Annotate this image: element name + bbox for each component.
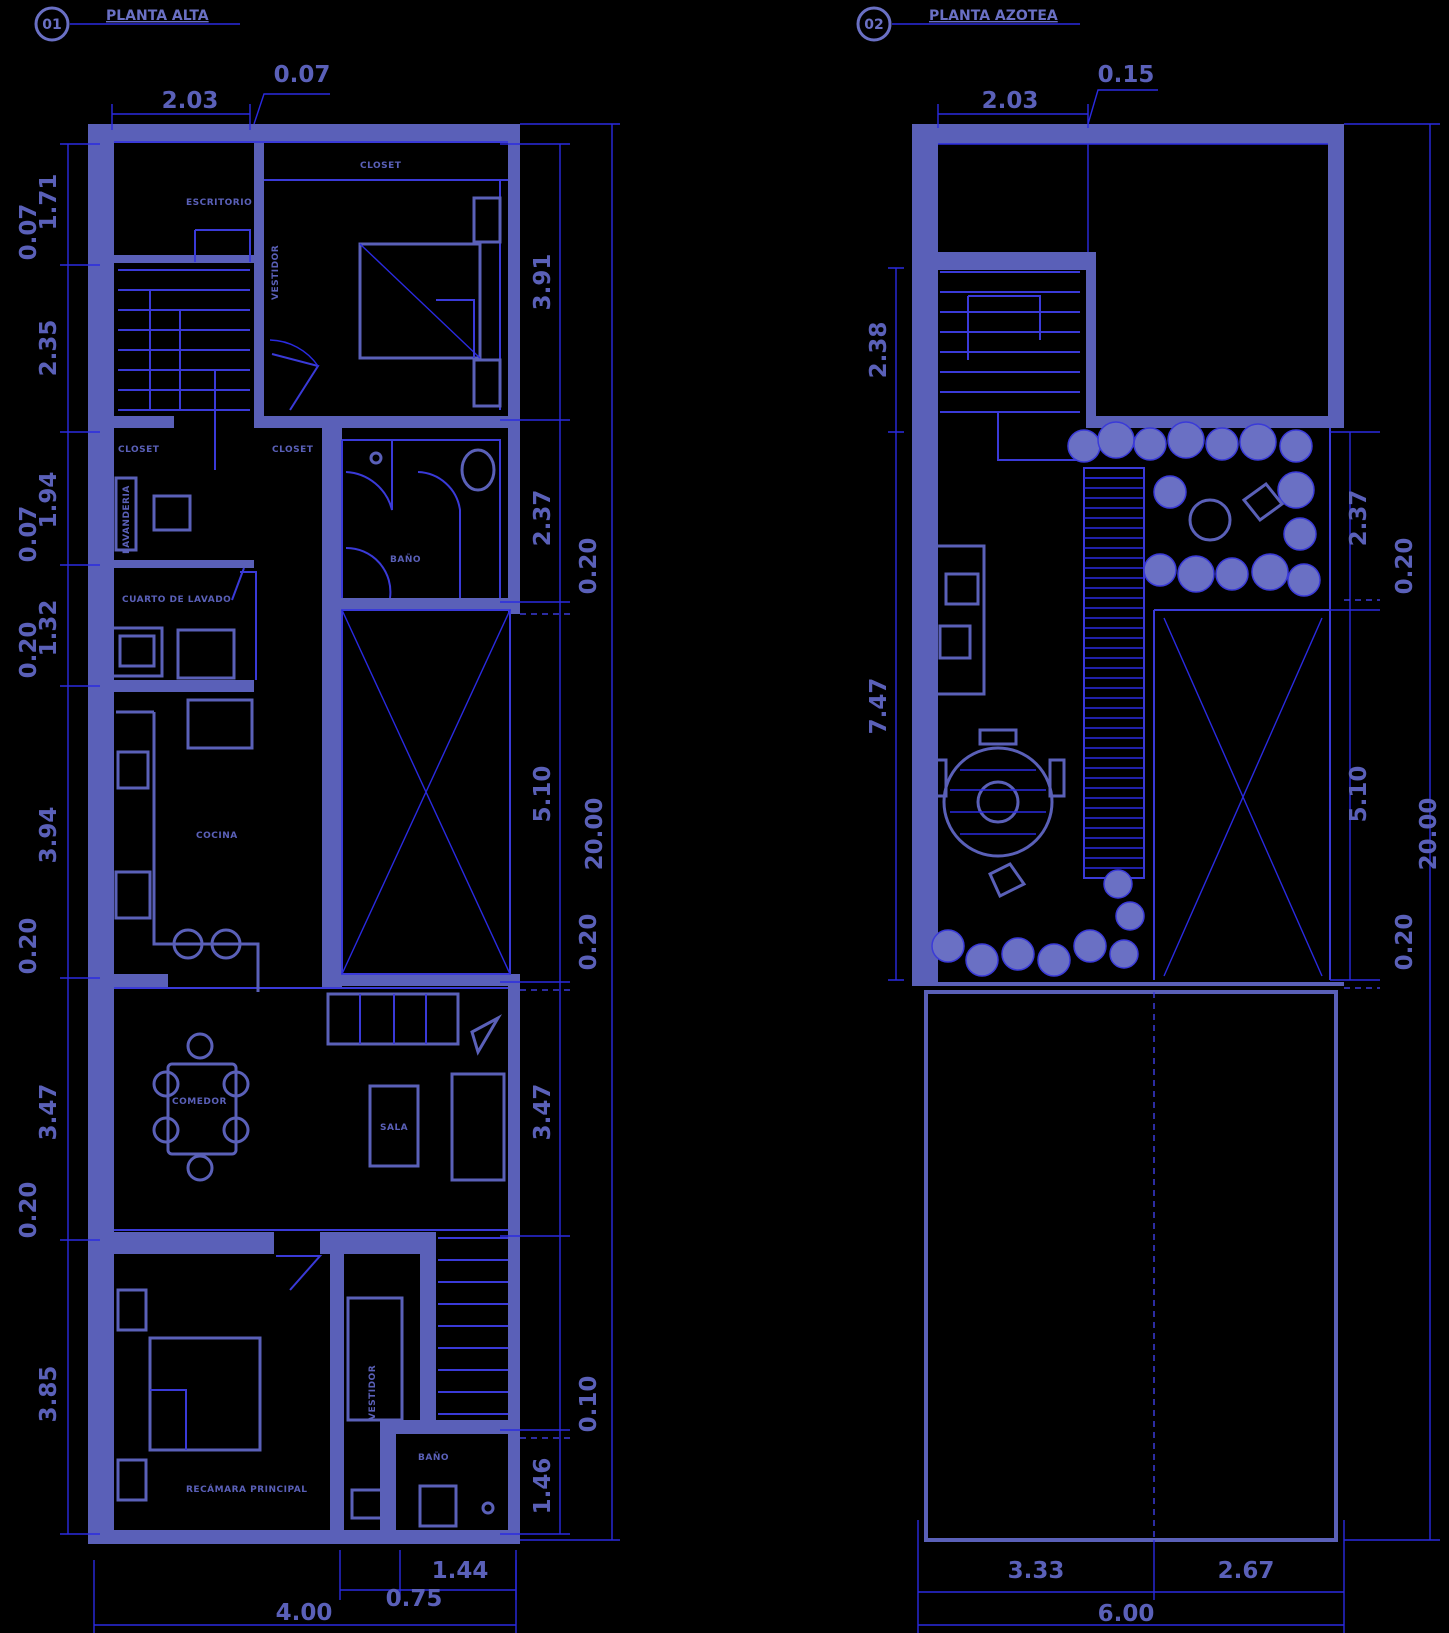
room-label: CUARTO DE LAVADO: [122, 595, 231, 605]
dimension-label: 0.20: [16, 1182, 42, 1239]
room-label: CLOSET: [272, 445, 314, 455]
plan-right-title: PLANTA AZOTEA: [929, 8, 1058, 24]
dimension-label: 0.07: [16, 204, 42, 261]
dimension-label: 3.33: [1008, 1558, 1065, 1584]
roof-area: [924, 990, 1338, 1542]
bed: [116, 1255, 323, 1502]
dimension-label: 1.46: [530, 1458, 556, 1515]
dimension-label: 6.00: [1098, 1601, 1155, 1627]
plan-left: ESCRITORIO CLOSET VESTIDOR CLOSET CLOSET…: [16, 62, 620, 1633]
dimension-label: 1.94: [36, 472, 62, 529]
room-label: ESCRITORIO: [186, 198, 252, 208]
stairs: [438, 1237, 508, 1415]
room-label: BAÑO: [418, 1452, 449, 1463]
plan-left-header: 01 PLANTA ALTA: [34, 6, 240, 42]
plan-right-header: 02 PLANTA AZOTEA: [856, 6, 1080, 42]
dimension-label: 0.20: [1392, 538, 1418, 595]
dimension-label: 2.35: [36, 320, 62, 377]
stairs: [940, 271, 1084, 461]
dimension-label: 3.85: [36, 1366, 62, 1423]
dimension-label: 0.20: [16, 622, 42, 679]
room-label: BAÑO: [390, 554, 421, 565]
room-label: CLOSET: [360, 161, 402, 171]
plan-left-number: 01: [42, 17, 61, 33]
dimension-label: 0.15: [1098, 62, 1155, 88]
wall: [88, 124, 114, 1544]
room-label: LAVANDERIA: [122, 485, 132, 554]
dimension-label: 4.00: [276, 1600, 333, 1626]
dimension-label: 3.94: [36, 807, 62, 864]
dimension-label: 2.38: [866, 322, 892, 379]
wall: [508, 124, 520, 614]
dimension-label: 5.10: [530, 766, 556, 823]
dimension-label: 2.37: [530, 490, 556, 547]
stairs: [118, 229, 251, 470]
room-label: CLOSET: [118, 445, 160, 455]
dimension-label: 0.20: [576, 538, 602, 595]
plan-right: 2.03 0.15 2.38 7.47 2.37 0.20 5.10 20.00…: [866, 62, 1442, 1633]
room-label: COMEDOR: [172, 1097, 227, 1107]
living-furniture: [326, 992, 506, 1182]
dimension-label: 0.10: [576, 1376, 602, 1433]
round-table: [930, 728, 1066, 899]
dimension-label: 1.71: [36, 174, 62, 231]
light-well: [341, 609, 511, 975]
room-label: VESTIDOR: [271, 245, 281, 300]
plants: [931, 421, 1321, 977]
bathroom-fixtures: [350, 1484, 495, 1528]
dimension-label: 20.00: [582, 798, 608, 871]
light-well: [1163, 617, 1323, 977]
wall: [508, 980, 520, 1540]
bathroom-fixtures: [345, 440, 496, 599]
dimension-label: 0.07: [16, 506, 42, 563]
plan-left-title: PLANTA ALTA: [106, 8, 209, 24]
room-label: COCINA: [196, 831, 238, 841]
dimension-label: 7.47: [866, 678, 892, 735]
dimension-label: 2.03: [162, 88, 219, 114]
dimension-label: 0.20: [1392, 914, 1418, 971]
dimension-label: 20.00: [1416, 798, 1442, 871]
laundry: [110, 476, 257, 680]
dimension-label: 3.91: [530, 254, 556, 311]
kitchen: [114, 698, 260, 992]
room-label: RECÁMARA PRINCIPAL: [186, 1483, 307, 1495]
stairs: [1083, 467, 1145, 879]
dimension-label: 0.20: [576, 914, 602, 971]
dimension-label: 0.07: [274, 62, 331, 88]
bed: [358, 196, 502, 408]
dimension-label: 2.67: [1218, 1558, 1275, 1584]
dimension-label: 1.32: [36, 600, 62, 657]
wall: [88, 1530, 520, 1544]
dimension-label: 5.10: [1346, 766, 1372, 823]
dimension-label: 2.03: [982, 88, 1039, 114]
dimension-label: 1.44: [432, 1558, 489, 1584]
rooftop-kitchen: [934, 544, 986, 696]
dimension-label: 0.75: [386, 1586, 443, 1612]
plan-number-circle: [856, 6, 892, 42]
plan-right-number: 02: [864, 17, 883, 33]
room-label: VESTIDOR: [368, 1365, 378, 1420]
dimension-label: 3.47: [36, 1084, 62, 1141]
plan-number-circle: [34, 6, 70, 42]
dimension-label: 0.20: [16, 918, 42, 975]
dimension-label: 2.37: [1346, 490, 1372, 547]
room-label: SALA: [380, 1123, 408, 1133]
dining-table: [152, 1032, 250, 1182]
dimension-label: 3.47: [530, 1084, 556, 1141]
wall: [88, 124, 520, 142]
